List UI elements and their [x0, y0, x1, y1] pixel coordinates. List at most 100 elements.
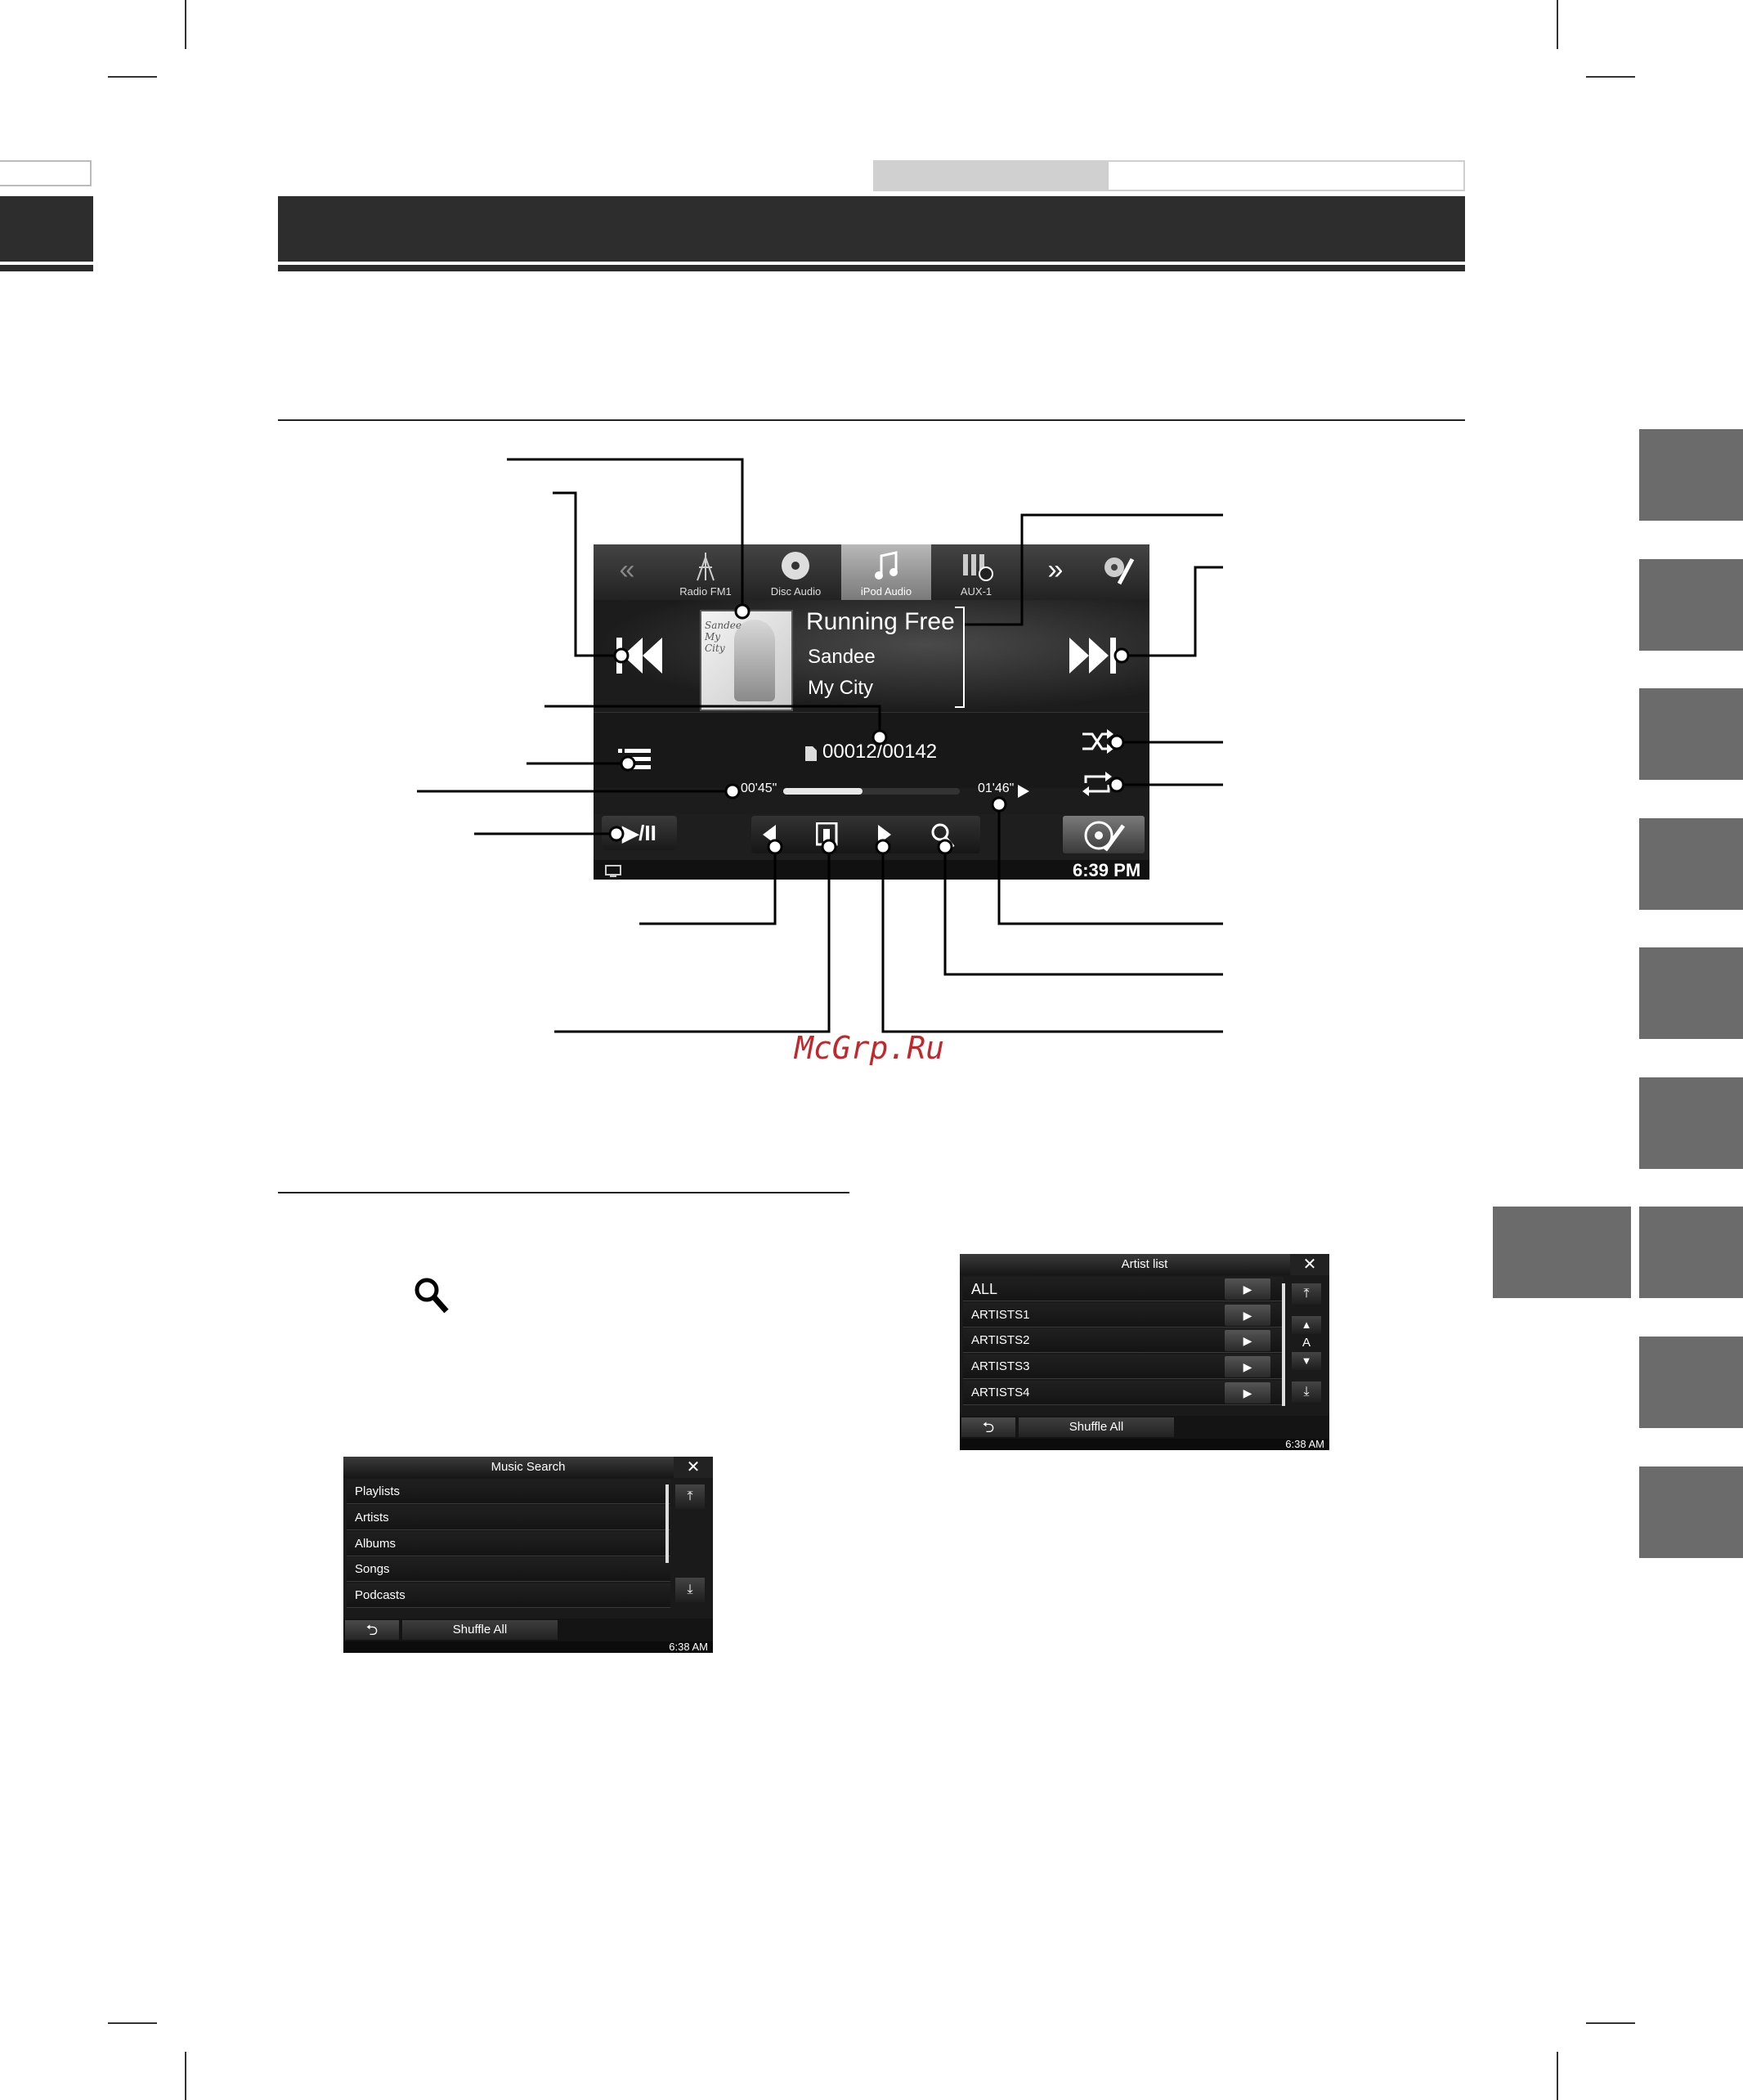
source-tab-prev[interactable]: « — [594, 544, 661, 600]
antenna-icon — [697, 553, 715, 581]
shuffle-all-button[interactable]: Shuffle All — [1019, 1417, 1174, 1437]
aux-plug-icon — [963, 554, 993, 581]
header-gray-box — [873, 160, 1107, 191]
track-counter: 00012/00142 — [822, 741, 938, 763]
album-artwork[interactable]: Sandee My City — [700, 610, 793, 711]
crop-mark — [1586, 2022, 1635, 2024]
source-tab-ipod[interactable]: iPod Audio — [841, 544, 932, 600]
margin-rule — [0, 265, 93, 271]
back-button[interactable]: ⮌ — [961, 1417, 1015, 1437]
shuffle-icon[interactable] — [1081, 729, 1113, 754]
previous-page-icon[interactable] — [761, 824, 777, 845]
file-icon — [805, 746, 817, 761]
back-button[interactable]: ⮌ — [345, 1620, 399, 1640]
artist-list-screen: Artist list ✕ ALL ARTISTS1 ARTISTS2 ARTI… — [960, 1254, 1329, 1450]
progress-fill — [783, 788, 863, 795]
setup-wrench-icon — [1104, 557, 1135, 585]
repeat-icon[interactable] — [1081, 772, 1113, 796]
crop-mark — [185, 0, 186, 49]
chapter-tab[interactable] — [1639, 818, 1743, 910]
list-item-label: ARTISTS1 — [971, 1308, 1030, 1322]
next-page-icon[interactable] — [876, 824, 893, 845]
music-note-icon — [875, 551, 898, 580]
source-tab-disc[interactable]: Disc Audio — [751, 544, 842, 600]
alphabet-search-icon[interactable] — [816, 822, 839, 847]
info-bracket — [955, 607, 965, 708]
alpha-indicator: A — [1302, 1336, 1311, 1350]
audio-setup-icon — [1084, 821, 1126, 852]
source-tab-radio[interactable]: Radio FM1 — [661, 544, 751, 600]
play-indicator-icon — [1018, 785, 1029, 798]
chapter-tab[interactable] — [1639, 559, 1743, 651]
scroll-top-button[interactable]: ⤒ — [675, 1484, 705, 1509]
scroll-bottom-button[interactable]: ⤓ — [675, 1578, 705, 1602]
total-time: 01'46" — [978, 781, 1015, 795]
clock: 6:39 PM — [1073, 860, 1141, 880]
list-item-label: ARTISTS2 — [971, 1333, 1030, 1347]
list-item[interactable]: Artists — [347, 1506, 670, 1530]
crop-mark — [1557, 2052, 1558, 2100]
crop-mark — [185, 2052, 186, 2100]
list-item[interactable]: Songs — [347, 1557, 670, 1582]
scrollbar[interactable] — [1282, 1283, 1285, 1406]
list-icon[interactable] — [618, 744, 659, 777]
album-art-text: Sandee My City — [705, 620, 742, 654]
chapter-tab[interactable] — [1639, 1077, 1743, 1169]
section-rule-2 — [278, 1192, 849, 1193]
scroll-top-button[interactable]: ⤒ — [1292, 1283, 1321, 1305]
chapter-tab[interactable] — [1639, 1466, 1743, 1558]
chapter-tab[interactable] — [1639, 429, 1743, 521]
source-tab-aux[interactable]: AUX-1 — [931, 544, 1022, 600]
margin-block — [0, 196, 93, 262]
chapter-tab-active[interactable] — [1493, 1207, 1631, 1298]
list-item[interactable]: Podcasts — [347, 1583, 670, 1608]
chapter-tab[interactable] — [1639, 1337, 1743, 1428]
source-tab-next[interactable]: » — [1021, 544, 1091, 600]
music-search-title: Music Search — [343, 1457, 713, 1478]
status-bar — [594, 860, 1149, 880]
status-clock: 6:38 AM — [960, 1439, 1329, 1450]
previous-track-icon[interactable] — [610, 631, 675, 680]
play-item-button[interactable]: ▶ — [1225, 1278, 1270, 1300]
double-chevron-left-icon: « — [619, 554, 635, 585]
list-item-label: ARTISTS4 — [971, 1386, 1030, 1399]
crop-mark — [108, 2022, 157, 2024]
list-item[interactable]: Playlists — [347, 1480, 670, 1504]
shuffle-all-button[interactable]: Shuffle All — [402, 1620, 558, 1640]
play-item-button[interactable]: ▶ — [1225, 1305, 1270, 1326]
artist-name: Sandee — [808, 646, 876, 668]
alpha-up-button[interactable]: ▲ — [1292, 1316, 1321, 1334]
crop-mark — [1557, 0, 1558, 49]
music-search-screen: Music Search ✕ Playlists Artists Albums … — [343, 1457, 713, 1653]
list-item[interactable]: Albums — [347, 1532, 670, 1556]
play-item-button[interactable]: ▶ — [1225, 1356, 1270, 1377]
double-chevron-right-icon: » — [1047, 554, 1064, 585]
scroll-bottom-button[interactable]: ⤓ — [1292, 1381, 1321, 1403]
search-icon[interactable] — [930, 822, 955, 849]
source-tab-setup[interactable] — [1090, 544, 1149, 600]
header-white-box — [1107, 160, 1465, 191]
page-header-bar — [278, 196, 1465, 262]
source-tab-label: AUX-1 — [960, 585, 992, 598]
setup-button[interactable] — [1063, 816, 1145, 853]
chapter-tab[interactable] — [1639, 947, 1743, 1039]
chapter-tab[interactable] — [1639, 1207, 1743, 1298]
close-button[interactable]: ✕ — [674, 1457, 713, 1478]
elapsed-time: 00'45" — [741, 781, 777, 795]
play-item-button[interactable]: ▶ — [1225, 1330, 1270, 1351]
disc-icon — [782, 552, 809, 580]
crop-mark — [1586, 76, 1635, 78]
close-button[interactable]: ✕ — [1290, 1254, 1329, 1275]
margin-box — [0, 160, 92, 186]
alpha-down-button[interactable]: ▼ — [1292, 1352, 1321, 1370]
next-track-icon[interactable] — [1063, 631, 1128, 680]
header-rule — [278, 265, 1465, 271]
scrollbar[interactable] — [665, 1484, 669, 1563]
album-art-figure — [734, 620, 775, 701]
ipod-audio-screen: « Radio FM1 Disc Audio iPod Audio AUX-1 … — [594, 544, 1149, 880]
play-pause-button[interactable]: ▶/II — [602, 816, 677, 850]
chapter-tab[interactable] — [1639, 688, 1743, 780]
progress-bar[interactable] — [783, 788, 960, 795]
play-item-button[interactable]: ▶ — [1225, 1382, 1270, 1404]
watermark: McGrp.Ru — [795, 1030, 945, 1066]
